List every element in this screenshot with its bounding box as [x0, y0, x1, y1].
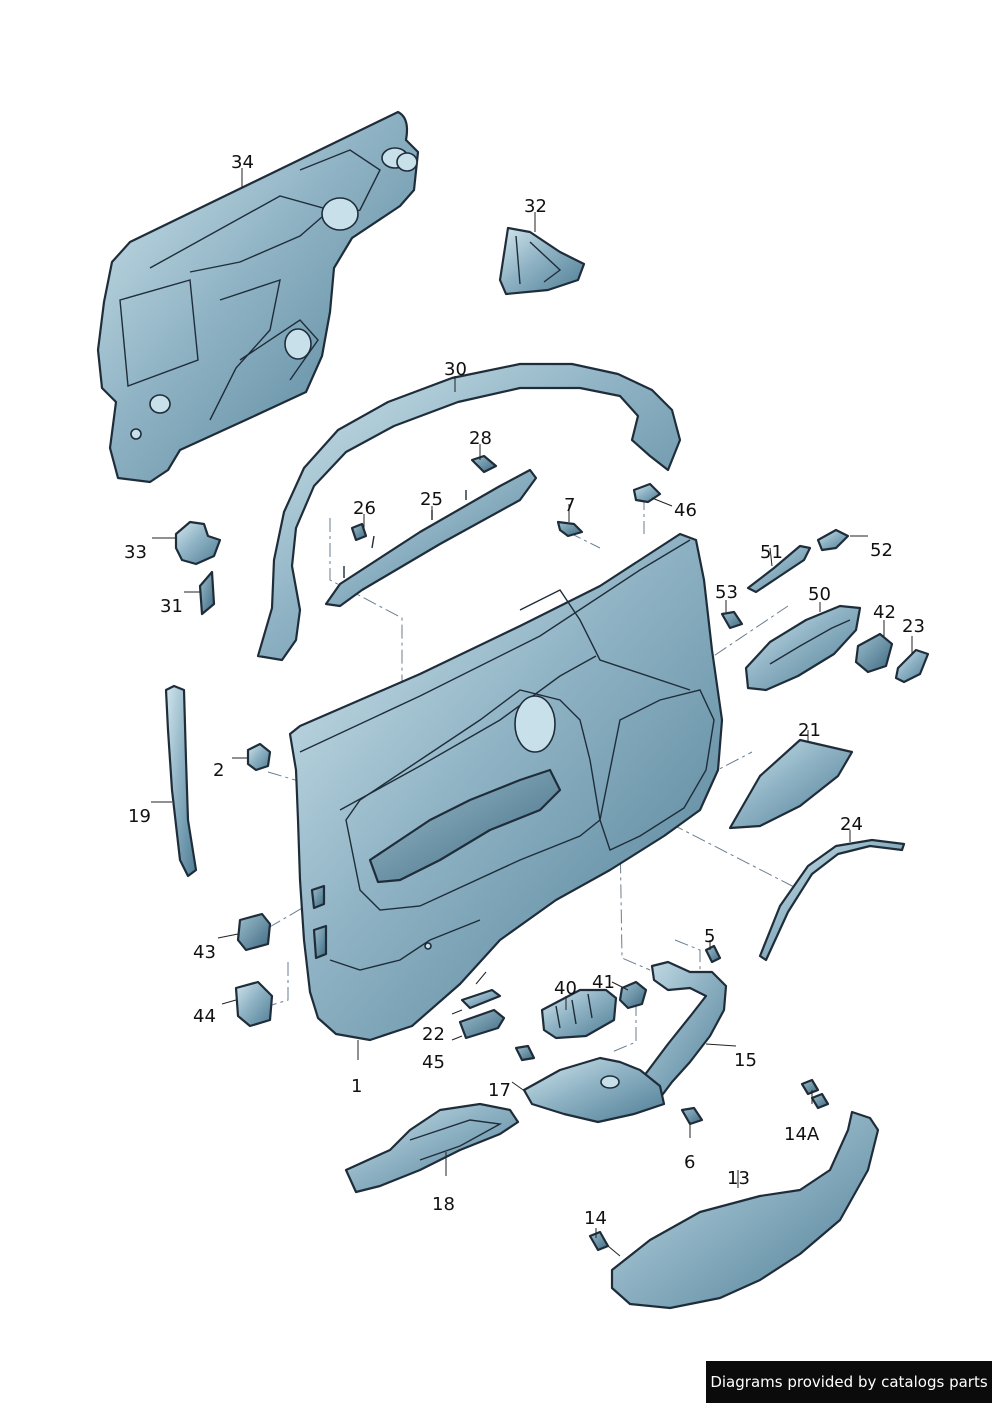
label-40: 40	[554, 978, 577, 999]
leader-lines	[151, 168, 913, 1257]
part-53-screw	[720, 610, 744, 630]
label-42: 42	[873, 602, 896, 623]
part-1-door-trim-panel	[288, 532, 724, 1042]
label-45: 45	[422, 1052, 445, 1073]
label-2: 2	[213, 760, 224, 781]
part-30-window-frame-trim	[256, 362, 682, 662]
part-34-insulation-panel	[96, 110, 420, 484]
label-19: 19	[128, 806, 151, 827]
part-26-clip	[350, 522, 368, 542]
part-23-cover	[894, 648, 930, 684]
label-22: 22	[422, 1024, 445, 1045]
part-14a-screw	[800, 1078, 830, 1110]
label-18: 18	[432, 1194, 455, 1215]
label-28: 28	[469, 428, 492, 449]
label-23: 23	[902, 616, 925, 637]
part-24-trim-strip	[758, 838, 906, 962]
part-43-switch	[236, 912, 272, 952]
label-34: 34	[231, 152, 254, 173]
label-43: 43	[193, 942, 216, 963]
part-52-cable-clip	[816, 528, 850, 552]
part-22-pad	[460, 988, 502, 1010]
part-7-stud	[556, 520, 584, 538]
part-50-door-handle	[744, 604, 862, 692]
label-53: 53	[715, 582, 738, 603]
label-51: 51	[760, 542, 783, 563]
part-45-pad	[458, 1008, 506, 1040]
part-28-screw	[470, 454, 498, 474]
label-33: 33	[124, 542, 147, 563]
label-44: 44	[193, 1006, 216, 1027]
part-5-screw	[704, 944, 722, 964]
label-24: 24	[840, 814, 863, 835]
label-17: 17	[488, 1080, 511, 1101]
label-41: 41	[592, 972, 615, 993]
label-50: 50	[808, 584, 831, 605]
part-46-clip-nut	[632, 482, 662, 504]
part-18-armrest-pad	[344, 1102, 520, 1194]
part-51-cable-end	[746, 544, 812, 594]
part-14-screw	[588, 1230, 610, 1252]
part-25-trim-strip	[324, 468, 538, 608]
part-6-screw	[680, 1106, 704, 1126]
label-6: 6	[684, 1152, 695, 1173]
label-13: 13	[727, 1168, 750, 1189]
label-14a: 14A	[784, 1124, 820, 1145]
part-labels: 34 32 30 28 25 26 7 46 33 31 19 2 43 44 …	[124, 152, 925, 1229]
label-1: 1	[351, 1076, 362, 1097]
part-40-window-switch	[540, 988, 618, 1040]
label-32: 32	[524, 196, 547, 217]
label-7: 7	[564, 495, 575, 516]
part-41-mirror-switch	[618, 980, 648, 1010]
label-21: 21	[798, 720, 821, 741]
part-33-trim-cap	[174, 520, 222, 566]
label-25: 25	[420, 489, 443, 510]
label-14: 14	[584, 1208, 607, 1229]
label-30: 30	[444, 359, 467, 380]
label-5: 5	[704, 926, 715, 947]
part-17-switch-holder	[522, 1056, 666, 1124]
part-44-cap	[234, 980, 274, 1028]
part-13-pocket-trim	[610, 1110, 880, 1310]
label-46: 46	[674, 500, 697, 521]
credit-banner: Diagrams provided by catalogs parts	[706, 1361, 992, 1403]
part-31-seal	[198, 570, 216, 616]
part-21-speaker-cover	[728, 738, 854, 830]
part-32-mirror-bracket	[498, 226, 586, 296]
label-52: 52	[870, 540, 893, 561]
label-26: 26	[353, 498, 376, 519]
part-17-screw	[514, 1044, 536, 1062]
label-15: 15	[734, 1050, 757, 1071]
part-42-bracket	[854, 632, 894, 674]
part-19-window-channel	[164, 684, 198, 878]
part-2-fastener	[246, 742, 272, 772]
label-31: 31	[160, 596, 183, 617]
